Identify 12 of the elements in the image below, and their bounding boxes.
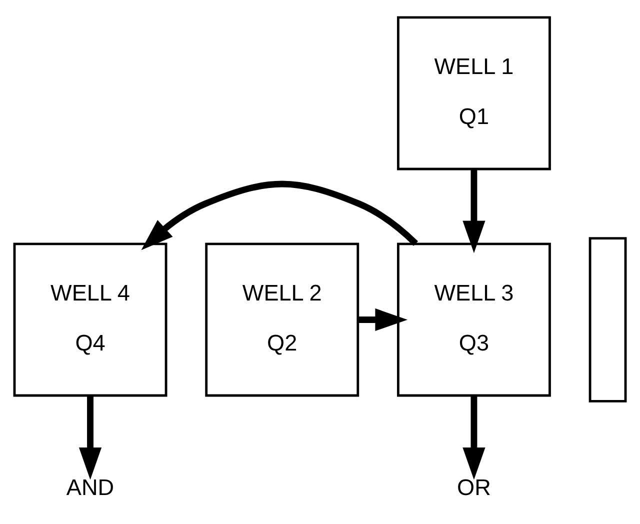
arrow	[358, 308, 408, 331]
node-box: WELL 4 Q4	[13, 242, 168, 396]
arrow	[141, 180, 418, 250]
node-box: WELL 3 Q3	[396, 242, 551, 396]
node-box: WELL 2 Q2	[205, 242, 360, 396]
arrow	[462, 168, 486, 253]
node-box: WELL 1 Q1	[396, 16, 551, 170]
node-text: OR	[457, 474, 491, 500]
arrow	[462, 395, 486, 480]
arrow	[78, 395, 102, 480]
node-text: AND	[66, 474, 114, 500]
node-bar	[588, 236, 627, 402]
